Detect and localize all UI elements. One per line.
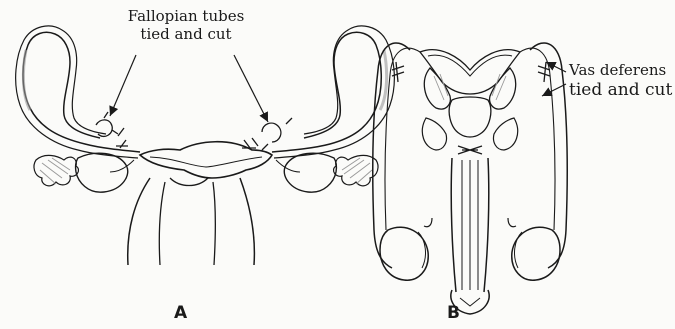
figure-a-label: A [174, 303, 187, 323]
left-vas-deferens [373, 43, 410, 268]
vas-annotation-line2: tied and cut [569, 80, 675, 100]
right-ejaculatory-gland [493, 118, 517, 150]
prostate [449, 97, 491, 137]
figure-b-label: B [447, 303, 460, 323]
vas-arrow-lower [542, 84, 566, 96]
bladder-outline [420, 50, 520, 94]
fallopian-annotation: Fallopian tubes tied and cut [116, 7, 256, 43]
left-ejaculatory-gland [422, 118, 446, 150]
bulbourethral-knot [458, 146, 482, 154]
fallopian-annotation-line2: tied and cut [116, 25, 256, 43]
vas-annotation-line1: Vas deferens [569, 61, 666, 79]
vas-annotation: Vas deferens tied and cut [569, 60, 675, 100]
fallopian-annotation-line1: Fallopian tubes [116, 7, 256, 25]
right-seminal-vesicle [490, 68, 516, 109]
left-vas-tie [392, 62, 404, 82]
left-seminal-vesicle [424, 68, 450, 109]
right-vas-deferens [530, 43, 567, 268]
